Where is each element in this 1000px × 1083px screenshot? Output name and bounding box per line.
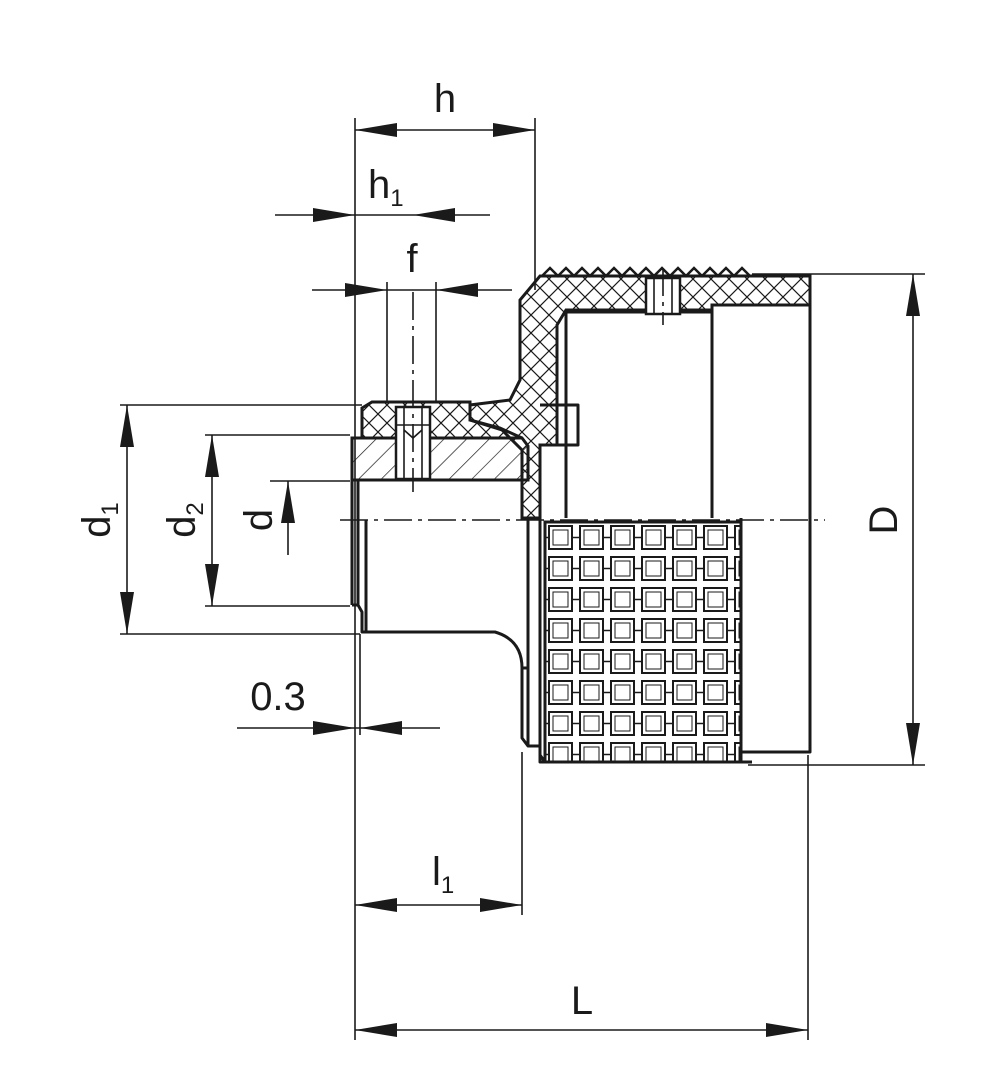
svg-text:l1: l1 xyxy=(432,850,454,899)
knob-lower-outline xyxy=(538,754,752,764)
label-l1: l xyxy=(432,850,441,894)
hub-outer-view xyxy=(356,480,540,748)
svg-text:h: h xyxy=(434,77,456,121)
svg-text:L: L xyxy=(571,979,593,1023)
label-h: h xyxy=(434,77,456,121)
hub-section xyxy=(350,436,530,482)
knob-inner-bore xyxy=(564,305,714,518)
label-L: L xyxy=(571,979,593,1023)
svg-text:0.3: 0.3 xyxy=(250,675,306,719)
hub-neck xyxy=(520,480,530,746)
label-h1: h xyxy=(368,163,390,207)
dimension-h: h xyxy=(355,77,535,137)
knob-serration xyxy=(541,266,751,278)
label-f: f xyxy=(406,237,418,281)
label-d: d xyxy=(237,509,281,531)
flange-shoulder xyxy=(540,403,580,447)
dimension-D: D xyxy=(862,274,920,765)
svg-text:d2: d2 xyxy=(160,502,209,538)
label-D: D xyxy=(862,506,906,535)
dimension-d1: d1 xyxy=(75,405,134,634)
knurled-grip xyxy=(543,520,743,764)
extension-lines xyxy=(120,118,925,1040)
svg-text:D: D xyxy=(862,506,906,535)
svg-text:d: d xyxy=(237,509,281,531)
label-d2: d xyxy=(160,516,204,538)
svg-text:f: f xyxy=(406,237,418,281)
dimension-l1: l1 xyxy=(355,850,522,912)
svg-text:d1: d1 xyxy=(75,502,124,538)
dimension-h1: h1 xyxy=(275,163,490,222)
dimension-gap: 0.3 xyxy=(237,675,440,735)
dimension-d: d xyxy=(237,481,295,555)
label-d1: d xyxy=(75,516,119,538)
dimension-d2: d2 xyxy=(160,435,219,606)
part-body xyxy=(350,266,812,764)
svg-text:h1: h1 xyxy=(368,163,404,212)
dimension-L: L xyxy=(355,979,808,1037)
dimension-f: f xyxy=(312,237,512,297)
label-gap: 0.3 xyxy=(250,675,306,719)
